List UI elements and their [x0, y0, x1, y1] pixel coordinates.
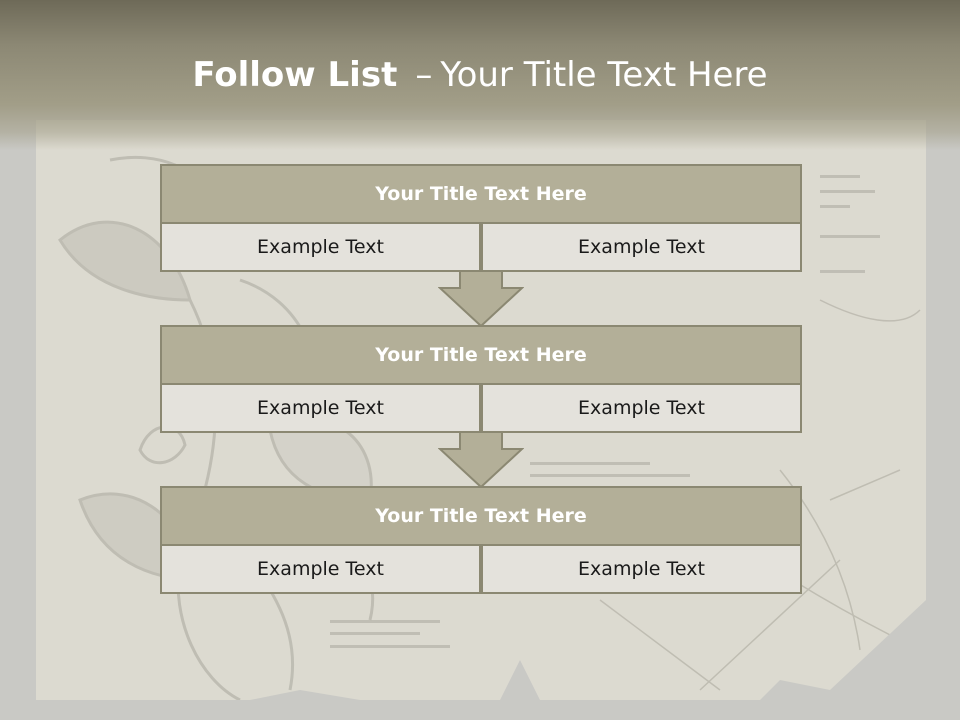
block-cell-right: Example Text: [481, 222, 802, 272]
slide-title: Follow List–Your Title Text Here: [0, 52, 960, 98]
slide-title-text: Your Title Text Here: [440, 55, 768, 95]
block-cell-right: Example Text: [481, 383, 802, 433]
title-band: [0, 0, 960, 150]
block-title: Your Title Text Here: [160, 164, 802, 224]
block-title: Your Title Text Here: [160, 486, 802, 546]
block-cell-right: Example Text: [481, 544, 802, 594]
down-arrow-icon: [438, 431, 524, 489]
slide-title-bold: Follow List: [192, 55, 398, 95]
slide-title-separator: –: [415, 55, 433, 95]
block-cell-left: Example Text: [160, 383, 481, 433]
down-arrow-icon: [438, 270, 524, 328]
block-title: Your Title Text Here: [160, 325, 802, 385]
block-cell-left: Example Text: [160, 222, 481, 272]
block-cell-left: Example Text: [160, 544, 481, 594]
